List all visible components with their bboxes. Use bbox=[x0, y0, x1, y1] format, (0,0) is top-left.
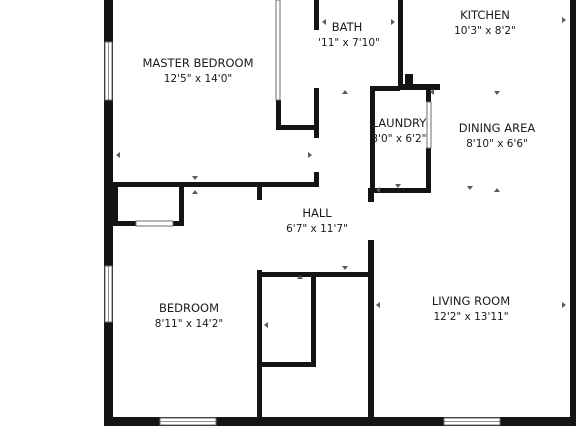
exterior-wall-right bbox=[570, 0, 576, 426]
living-room-left-wall bbox=[368, 240, 374, 422]
room-bedroom: BEDROOM 8'11" x 14'2" bbox=[155, 301, 223, 330]
hall-closet-divider-wall bbox=[311, 272, 316, 367]
closet-wall-vertical bbox=[276, 100, 281, 130]
room-dining-area: DINING AREA 8'10" x 6'6" bbox=[459, 121, 536, 150]
room-master-bedroom: MASTER BEDROOM 12'5" x 14'0" bbox=[142, 56, 253, 85]
window-bedroom-closet bbox=[135, 220, 174, 227]
room-name: BEDROOM bbox=[159, 301, 219, 315]
bedroom-closet-bottom-wall bbox=[113, 221, 136, 226]
exterior-wall-left bbox=[104, 0, 113, 426]
laundry-right-wall-top bbox=[426, 90, 431, 102]
room-size: 8'11" x 14'2" bbox=[155, 318, 223, 330]
bath-right-wall bbox=[398, 0, 403, 86]
door-openings bbox=[257, 138, 319, 270]
bedroom-right-wall bbox=[257, 186, 262, 200]
exterior-wall-bottom bbox=[104, 417, 576, 426]
bedroom-right-wall-lower bbox=[257, 270, 262, 422]
bedroom-closet-bottom-right bbox=[173, 221, 184, 226]
room-name: HALL bbox=[302, 206, 332, 220]
window-closet-upper bbox=[275, 0, 281, 101]
room-bath: BATH '11" x 7'10" bbox=[318, 20, 380, 49]
measurement-ticks bbox=[116, 17, 566, 328]
room-name: MASTER BEDROOM bbox=[142, 56, 253, 70]
laundry-top-wall bbox=[370, 86, 400, 91]
room-size: 12'5" x 14'0" bbox=[164, 73, 232, 85]
room-laundry: LAUNDRY 3'0" x 6'2" bbox=[371, 116, 427, 145]
laundry-right-wall bbox=[426, 148, 431, 193]
laundry-left-wall bbox=[370, 86, 375, 192]
room-name: DINING AREA bbox=[459, 121, 536, 135]
bedroom-closet-top-wall bbox=[113, 186, 118, 226]
master-bedroom-bottom-wall bbox=[113, 182, 319, 187]
hall-closet-bottom-wall bbox=[257, 362, 316, 367]
room-name: BATH bbox=[332, 20, 363, 34]
closet-wall-horizontal bbox=[276, 125, 319, 130]
room-kitchen: KITCHEN 10'3" x 8'2" bbox=[454, 8, 516, 37]
room-size: '11" x 7'10" bbox=[318, 37, 380, 49]
master-bedroom-right-wall bbox=[314, 88, 319, 187]
bedroom-door-opening bbox=[257, 200, 262, 270]
bath-kitchen-wall bbox=[398, 84, 440, 90]
room-size: 6'7" x 11'7" bbox=[286, 223, 348, 235]
room-size: 3'0" x 6'2" bbox=[371, 133, 426, 145]
windows bbox=[104, 0, 501, 426]
room-name: KITCHEN bbox=[460, 8, 510, 22]
walls bbox=[104, 0, 576, 426]
room-name: LAUNDRY bbox=[372, 116, 428, 130]
bedroom-closet-side-wall bbox=[179, 186, 184, 226]
room-size: 8'10" x 6'6" bbox=[466, 138, 528, 150]
kitchen-corner-nub bbox=[405, 74, 413, 86]
room-size: 12'2" x 13'11" bbox=[433, 311, 508, 323]
living-room-left-wall-upper bbox=[368, 188, 374, 202]
room-living-room: LIVING ROOM 12'2" x 13'11" bbox=[432, 294, 510, 323]
bath-left-wall bbox=[314, 0, 319, 30]
laundry-bottom-wall bbox=[370, 188, 430, 193]
room-size: 10'3" x 8'2" bbox=[454, 25, 516, 37]
window-laundry-right bbox=[426, 101, 432, 149]
room-hall: HALL 6'7" x 11'7" bbox=[286, 206, 348, 235]
master-bedroom-door-opening bbox=[314, 138, 319, 172]
room-name: LIVING ROOM bbox=[432, 294, 510, 308]
